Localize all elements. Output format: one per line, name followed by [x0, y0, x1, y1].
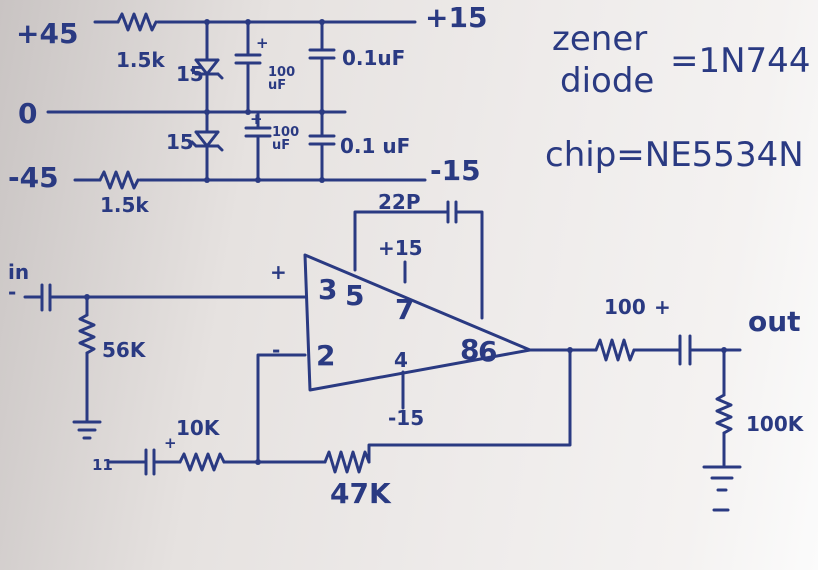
resistor-bottom-1k5 [98, 170, 140, 190]
resistor-56k [78, 313, 96, 355]
resistor-47k [323, 450, 371, 474]
cap-100-bottom-label: 100 uF [272, 125, 300, 153]
pos-in-label: +45 [16, 17, 79, 50]
power-supply-wiring [46, 12, 427, 190]
opamp-triangle [303, 253, 532, 392]
r-bottom-label: 1.5k [100, 193, 149, 217]
in-label: in [8, 260, 30, 284]
out-label: out [748, 305, 801, 338]
r-out-label: 100 [604, 295, 646, 319]
ground-label: 0 [18, 97, 38, 130]
out-cap-plus-label: + [654, 295, 671, 319]
zener-top-label: 15 [176, 62, 204, 86]
in-minus-label: - [8, 280, 17, 304]
zener-bottom-label: 15 [166, 130, 194, 154]
note-zener: zener [552, 19, 648, 59]
in-plus-label: + [270, 260, 287, 284]
r-in-label: 56K [102, 338, 146, 362]
cap-100-top-label: 100 uF [268, 65, 296, 93]
pin3-label: 3 [318, 273, 338, 306]
note-chip: chip=NE5534N [545, 135, 804, 175]
r-top-label: 1.5k [116, 48, 165, 72]
resistor-10k [178, 452, 226, 472]
pin2-label: 2 [316, 339, 336, 372]
pin8-label: 8 [460, 333, 480, 366]
cap-plus-label: + [164, 434, 177, 452]
plus-mark-bottom: + [250, 110, 263, 128]
neg-out-label: -15 [430, 154, 481, 187]
resistor-top-1k5 [116, 12, 158, 32]
pin6-label: 6 [478, 335, 498, 368]
pin7-label: 7 [395, 293, 415, 326]
minus15-label: -15 [388, 406, 425, 430]
note-zener-value: =1N744 [670, 41, 811, 81]
ground-input [72, 420, 102, 440]
cap-01-top-label: 0.1uF [342, 46, 406, 70]
r-series-label: 10K [176, 416, 220, 440]
inv-minus-label: - [272, 338, 281, 362]
pin5-label: 5 [345, 279, 365, 312]
resistor-100k [715, 393, 733, 435]
cap-22p-label: 22P [378, 190, 421, 214]
plus15-label: +15 [378, 236, 423, 260]
neg-in-label: -45 [8, 161, 59, 194]
cap-01-bottom-label: 0.1 uF [340, 134, 411, 158]
pin4-label: 4 [394, 348, 408, 372]
amplifier-wiring [23, 200, 742, 512]
r-load-label: 100K [746, 412, 804, 436]
resistor-100 [594, 338, 636, 362]
plus-mark-top: + [256, 34, 269, 52]
pos-out-label: +15 [425, 1, 488, 34]
left-cap-mark: 11 [92, 456, 113, 474]
ground-output [702, 465, 742, 512]
r-feedback-label: 47K [330, 477, 391, 510]
note-diode: diode [560, 61, 655, 101]
